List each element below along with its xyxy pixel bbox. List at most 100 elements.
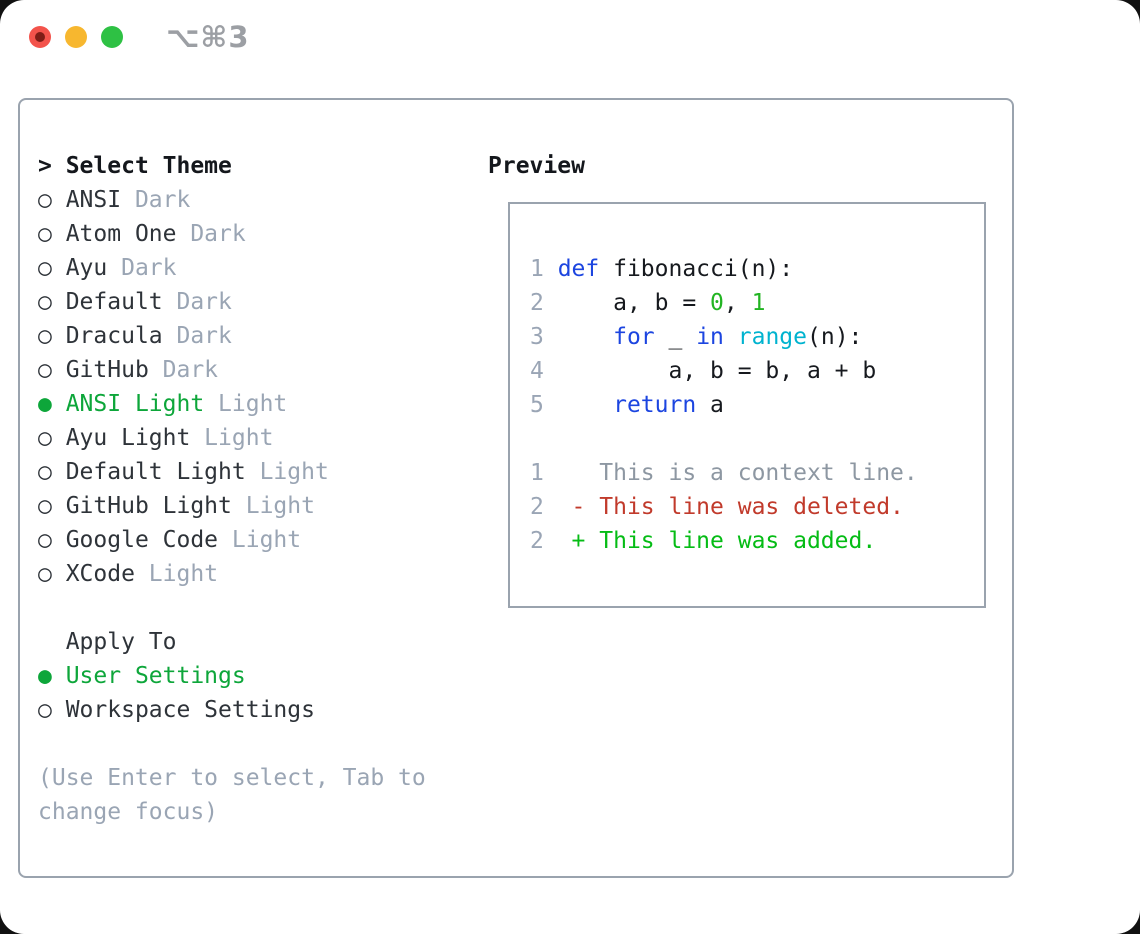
line-number: 1 [530, 256, 558, 282]
theme-option-label: GitHub [65, 357, 149, 383]
theme-option-label: ANSI [65, 187, 122, 213]
help-text: (Use Enter to select, Tab to [38, 761, 426, 795]
theme-option[interactable]: ○ GitHub Dark [38, 353, 426, 387]
code-token [724, 324, 738, 350]
line-number: 2 [530, 290, 558, 316]
theme-option[interactable]: ○ XCode Light [38, 557, 426, 591]
code-token: in [696, 324, 724, 350]
theme-option[interactable]: ● ANSI Light Light [38, 387, 426, 421]
theme-option[interactable]: ○ ANSI Dark [38, 183, 426, 217]
theme-option[interactable]: ○ Dracula Dark [38, 319, 426, 353]
theme-option-label: Ayu Light [65, 425, 191, 451]
theme-option[interactable]: ○ Ayu Light Light [38, 421, 426, 455]
zoom-button[interactable] [101, 26, 123, 48]
code-token: (n): [807, 324, 863, 350]
apply-to-header: Apply To [38, 625, 426, 659]
theme-option-label: Google Code [65, 527, 219, 553]
record-dot-icon [35, 32, 45, 42]
theme-option-label: Dracula [65, 323, 163, 349]
minimize-button[interactable] [65, 26, 87, 48]
theme-option[interactable]: ○ Default Dark [38, 285, 426, 319]
help-text-line: change focus) [38, 799, 219, 825]
theme-option[interactable]: ○ Google Code Light [38, 523, 426, 557]
code-token: + This line was added. [557, 528, 877, 554]
keyboard-shortcut-label: ⌥⌘3 [166, 20, 250, 54]
line-number: 1 [530, 460, 558, 486]
theme-variant-label: Light [245, 459, 329, 485]
theme-option[interactable]: ○ GitHub Light Light [38, 489, 426, 523]
code-token: a [696, 392, 724, 418]
diff-line: 1 This is a context line. [530, 456, 918, 490]
theme-variant-label: Light [190, 425, 274, 451]
apply-to-title: Apply To [38, 629, 177, 655]
theme-option-label: Atom One [65, 221, 177, 247]
code-token: , [723, 290, 752, 316]
preview-title: Preview [488, 153, 585, 179]
radio-icon: ○ [38, 561, 66, 587]
radio-icon: ○ [38, 255, 66, 281]
code-token [558, 324, 613, 350]
radio-icon: ○ [38, 527, 66, 553]
theme-option[interactable]: ○ Ayu Dark [38, 251, 426, 285]
radio-icon: ○ [38, 459, 66, 485]
code-token: 1 [751, 290, 766, 316]
prompt-icon: > [38, 153, 66, 179]
spacer-row [38, 591, 426, 625]
line-number: 5 [530, 392, 558, 418]
code-token: def [557, 256, 600, 282]
radio-icon: ○ [38, 221, 66, 247]
code-line: 1 def fibonacci(n): [530, 252, 918, 286]
theme-option[interactable]: ○ Atom One Dark [38, 217, 426, 251]
theme-variant-label: Dark [176, 221, 246, 247]
radio-icon: ○ [38, 187, 66, 213]
theme-variant-label: Dark [121, 187, 191, 213]
apply-option[interactable]: ● User Settings [38, 659, 426, 693]
code-token: a, b = b, a + b [557, 358, 877, 384]
radio-icon: ○ [38, 697, 66, 723]
spacer-row [530, 422, 918, 456]
theme-variant-label: Light [218, 527, 302, 553]
theme-list: > Select Theme○ ANSI Dark○ Atom One Dark… [38, 149, 426, 829]
code-line: 5 return a [530, 388, 918, 422]
diff-line: 2 - This line was deleted. [530, 490, 918, 524]
theme-variant-label: Dark [162, 289, 232, 315]
theme-option[interactable]: ○ Default Light Light [38, 455, 426, 489]
radio-icon: ● [38, 663, 66, 689]
theme-variant-label: Dark [107, 255, 177, 281]
theme-list-title: Select Theme [65, 153, 232, 179]
theme-option-label: GitHub Light [65, 493, 232, 519]
help-text-line: (Use Enter to select, Tab to [38, 765, 426, 791]
theme-option-label: XCode [65, 561, 135, 587]
theme-variant-label: Light [231, 493, 315, 519]
help-text: change focus) [38, 795, 426, 829]
code-token: _ [654, 324, 697, 350]
line-number: 4 [530, 358, 558, 384]
line-number: 2 [530, 528, 558, 554]
code-token: for [613, 324, 655, 350]
close-button[interactable] [29, 26, 51, 48]
code-line: 2 a, b = 0, 1 [530, 286, 918, 320]
apply-option-label: User Settings [65, 663, 246, 689]
theme-list-header: > Select Theme [38, 149, 426, 183]
apply-option[interactable]: ○ Workspace Settings [38, 693, 426, 727]
theme-variant-label: Light [204, 391, 288, 417]
code-line: 3 for _ in range(n): [530, 320, 918, 354]
code-token: range [737, 324, 807, 350]
diff-line: 2 + This line was added. [530, 524, 918, 558]
theme-option-label: Default Light [65, 459, 246, 485]
code-token: a, b = [557, 290, 711, 316]
code-token: - This line was deleted. [557, 494, 904, 520]
code-token [558, 392, 613, 418]
code-token: return [613, 392, 697, 418]
theme-option-label: ANSI Light [65, 391, 205, 417]
theme-option-label: Ayu [65, 255, 108, 281]
radio-icon: ○ [38, 357, 66, 383]
theme-option-label: Default [65, 289, 163, 315]
line-number: 2 [530, 494, 558, 520]
radio-icon: ○ [38, 493, 66, 519]
spacer-row [38, 727, 426, 761]
theme-variant-label: Dark [162, 323, 232, 349]
apply-option-label: Workspace Settings [65, 697, 315, 723]
